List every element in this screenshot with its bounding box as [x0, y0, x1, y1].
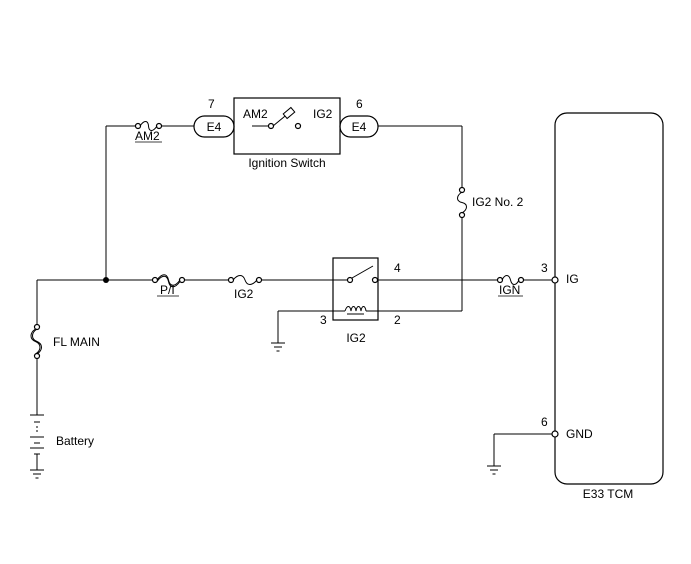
fuse-pi: P/I	[151, 274, 186, 297]
relay-coil	[344, 306, 367, 312]
connector-e4-right-label: E4	[352, 120, 367, 134]
relay-ig2: 4 3 2 IG2	[320, 257, 401, 345]
fuse-ig2-no2: IG2 No. 2	[457, 186, 524, 219]
fuse-fl-main-label: FL MAIN	[53, 335, 100, 349]
ignition-switch-name: Ignition Switch	[248, 156, 325, 170]
fuse-ig2: IG2	[227, 275, 263, 301]
ignition-switch-am2-label: AM2	[243, 107, 268, 121]
wires	[36, 125, 553, 470]
ignition-key-icon	[282, 106, 296, 120]
relay-contact	[351, 265, 374, 279]
pin-6-label: 6	[356, 97, 363, 111]
fuse-pi-label: P/I	[160, 283, 175, 297]
tcm-ig-label: IG	[566, 272, 579, 286]
tcm-name: E33 TCM	[583, 487, 633, 501]
ground-icon-relay	[271, 342, 285, 352]
tcm-pin-6: 6	[541, 415, 548, 429]
battery-icon: Battery	[30, 414, 94, 455]
fuse-fl-main: FL MAIN	[30, 323, 100, 360]
ground-icon-battery	[30, 469, 44, 479]
fuse-ign-label: IGN	[499, 283, 520, 297]
relay-pin-3: 3	[320, 313, 327, 327]
fuse-ig2-label: IG2	[234, 287, 254, 301]
tcm-gnd-label: GND	[566, 427, 593, 441]
relay-pin-2: 2	[394, 313, 401, 327]
connector-e4-left: E4 7	[193, 97, 235, 138]
ignition-switch-ig2-label: IG2	[313, 107, 333, 121]
pin-7-label: 7	[208, 97, 215, 111]
connector-e4-left-label: E4	[207, 120, 222, 134]
fuse-ig2-no2-label: IG2 No. 2	[472, 195, 524, 209]
ground-icon-tcm	[487, 465, 501, 475]
junction-dot	[103, 277, 109, 283]
fuse-ign: IGN	[496, 275, 525, 297]
relay-pin-4: 4	[394, 261, 401, 275]
fuse-am2: AM2	[134, 121, 163, 143]
ignition-switch: AM2 IG2 Ignition Switch	[233, 97, 341, 170]
fuse-am2-label: AM2	[135, 129, 160, 143]
battery-label: Battery	[56, 434, 94, 448]
tcm-module: 3 IG 6 GND E33 TCM	[541, 112, 664, 501]
relay-name: IG2	[346, 331, 366, 345]
tcm-pin-3: 3	[541, 261, 548, 275]
connector-e4-right: E4 6	[339, 97, 379, 138]
